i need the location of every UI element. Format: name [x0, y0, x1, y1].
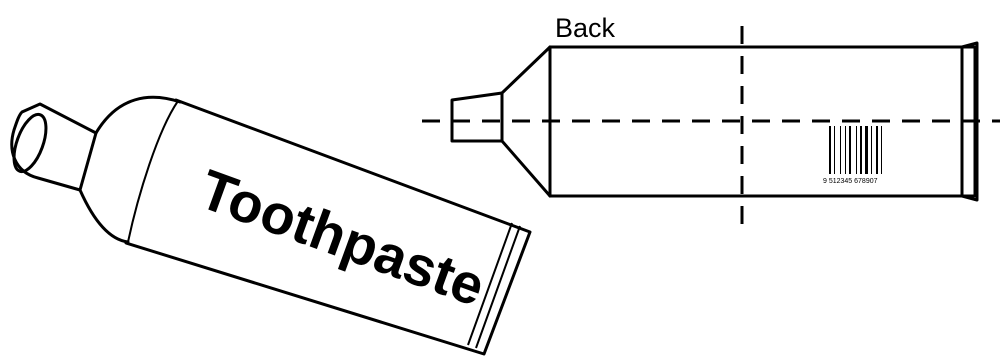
- back-tube: [450, 41, 979, 202]
- barcode-bar: [876, 126, 878, 174]
- tube-brand-text: Toothpaste: [192, 157, 493, 318]
- barcode-bar: [865, 126, 868, 174]
- barcode: [829, 126, 882, 174]
- tube-shoulder: [78, 95, 182, 244]
- tube-body: [124, 98, 532, 356]
- barcode-bar: [871, 126, 872, 174]
- barcode-bar: [834, 126, 835, 174]
- barcode-number: 9 512345 678907: [823, 178, 878, 185]
- back-label: Back: [555, 13, 616, 43]
- back-tube-body: [548, 45, 977, 198]
- barcode-bar: [849, 126, 851, 174]
- barcode-bar: [860, 126, 862, 174]
- back-tube-cap: [450, 91, 504, 143]
- barcode-bar: [856, 126, 857, 174]
- barcode-bar: [845, 126, 846, 174]
- tube-crimp: [467, 222, 521, 349]
- tube-cap: [10, 102, 98, 192]
- barcode-bar: [829, 126, 831, 174]
- barcode-bar: [881, 126, 882, 174]
- back-tube-shoulder: [500, 45, 552, 198]
- barcode-bar: [840, 126, 841, 174]
